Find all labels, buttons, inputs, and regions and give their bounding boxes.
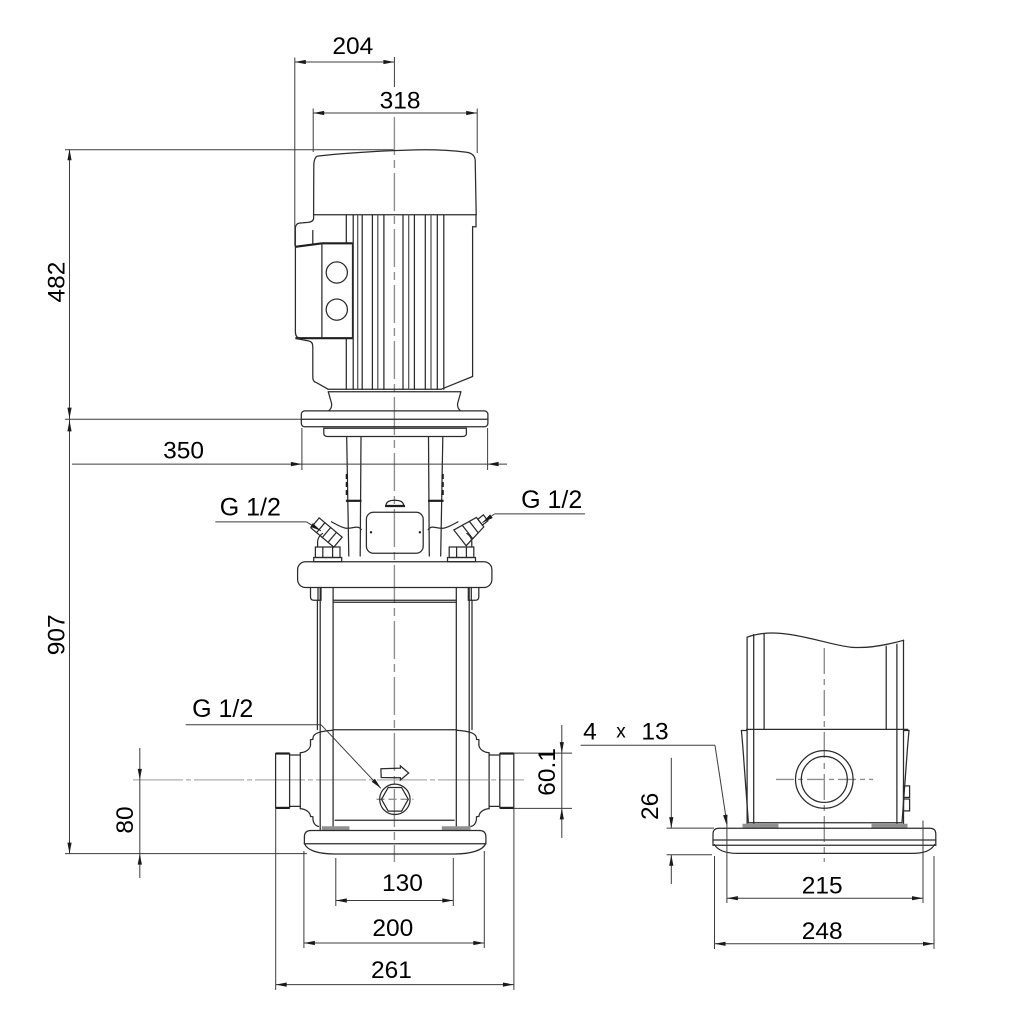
svg-text:200: 200 (372, 915, 413, 942)
svg-text:G 1/2: G 1/2 (220, 494, 281, 522)
svg-text:261: 261 (371, 957, 412, 984)
svg-text:13: 13 (641, 718, 668, 745)
svg-text:907: 907 (43, 614, 70, 655)
svg-text:318: 318 (380, 87, 421, 114)
svg-text:G 1/2: G 1/2 (192, 695, 253, 723)
svg-text:204: 204 (332, 33, 373, 60)
svg-text:80: 80 (112, 806, 139, 833)
svg-text:26: 26 (637, 793, 664, 820)
svg-text:G 1/2: G 1/2 (521, 486, 582, 514)
svg-text:248: 248 (802, 918, 843, 945)
svg-text:x: x (616, 722, 626, 743)
svg-text:215: 215 (802, 873, 843, 900)
svg-text:350: 350 (163, 438, 204, 465)
svg-text:4: 4 (583, 718, 597, 745)
svg-text:482: 482 (43, 262, 70, 303)
svg-text:130: 130 (382, 870, 423, 897)
svg-text:60.1: 60.1 (534, 748, 561, 796)
